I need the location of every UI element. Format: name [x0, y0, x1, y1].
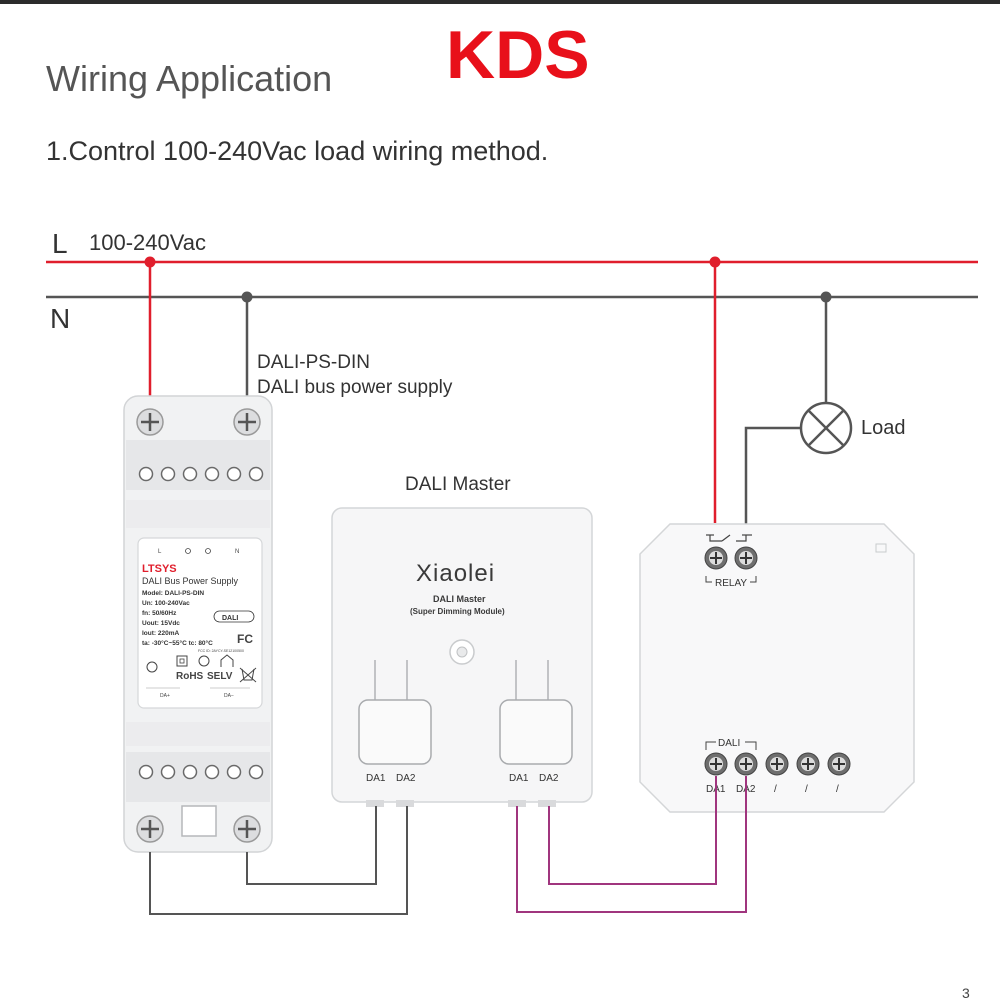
psu-label-fcc-id: FCC ID: 2AYCY-SE12100500 [198, 649, 244, 653]
psu-label-fn: fn: 50/60Hz [142, 610, 177, 617]
psu-term-da-minus: DA− [224, 693, 234, 699]
relay-unused-1: / [774, 784, 777, 795]
load-label: Load [861, 417, 906, 439]
psu-screw-bottom-left [136, 815, 164, 843]
psu-screw-bottom-right [233, 815, 261, 843]
master-caption: DALI Master [405, 474, 511, 495]
page-number: 3 [962, 985, 970, 1000]
unused-screw-2 [796, 752, 820, 776]
subheading: 1.Control 100-240Vac load wiring method. [46, 136, 548, 166]
master-right-da2: DA2 [539, 773, 559, 784]
line-l-voltage: 100-240Vac [89, 230, 206, 255]
dali-badge-text: DALI [222, 615, 238, 622]
relay-unused-2: / [805, 784, 808, 795]
psu-label-model: Model: DALI-PS-DIN [142, 590, 204, 597]
psu-terminal-row-bottom [138, 764, 264, 780]
page-heading: Wiring Application [46, 58, 332, 99]
master-right-da1: DA1 [509, 773, 529, 784]
line-n-label: N [50, 303, 70, 334]
master-left-da2: DA2 [396, 773, 416, 784]
psu-term-l: L [158, 549, 162, 555]
load-to-relay-wire [744, 426, 801, 542]
psu-label-iout: Iout: 220mA [142, 630, 180, 637]
unused-screw-1 [765, 752, 789, 776]
psu-caption-desc: DALI bus power supply [257, 377, 453, 398]
master-right-port [499, 660, 573, 765]
unused-screw-3 [827, 752, 851, 776]
line-l-label: L [52, 228, 68, 259]
psu-caption-model: DALI-PS-DIN [257, 352, 370, 373]
psu-device: L N LTSYS DALI Bus Power Supply Model: D… [123, 395, 273, 853]
din-clip [181, 805, 217, 837]
master-left-port [358, 660, 432, 765]
psu-label-panel [137, 537, 263, 709]
fcc-mark: FC [237, 632, 253, 646]
psu-terminal-row-top [138, 466, 264, 482]
dali-screw-da1 [704, 752, 728, 776]
relay-screw-2 [734, 546, 758, 570]
psu-da-plus-wire [246, 806, 377, 885]
top-rule [0, 0, 1000, 4]
master-left-da1: DA1 [366, 773, 386, 784]
dali-screw-da2 [734, 752, 758, 776]
relay-unused-3: / [836, 784, 839, 795]
selv-mark: SELV [207, 671, 233, 682]
psu-label-un: Un: 100-240Vac [142, 600, 190, 607]
master-line1: DALI Master [433, 594, 486, 604]
load-lamp-icon [799, 401, 853, 455]
rohs-mark: RoHS [176, 671, 204, 682]
certification-icons [146, 654, 257, 683]
psu-term-da-plus: DA+ [160, 693, 170, 699]
dali-badge [213, 610, 255, 623]
psu-screw-top-left [136, 408, 164, 436]
master-device: Xiaolei DALI Master (Super Dimming Modul… [331, 507, 593, 807]
psu-label-ta: ta: -30°C~55°C tc: 80°C [142, 639, 213, 647]
relay-contact-icon [706, 534, 752, 542]
relay-label: RELAY [715, 578, 747, 589]
brand-mark: KDS [446, 17, 590, 93]
psu-term-n: N [235, 549, 239, 555]
psu-label-uout: Uout: 15Vdc [142, 620, 180, 627]
master-line2: (Super Dimming Module) [410, 607, 505, 616]
relay-module-device: RELAY DALI [639, 523, 915, 813]
psu-label-title: DALI Bus Power Supply [142, 576, 239, 586]
psu-label-brand: LTSYS [142, 563, 177, 575]
relay-screw-1 [704, 546, 728, 570]
bus-da2-wire [516, 776, 747, 913]
psu-da-minus-wire [149, 806, 408, 915]
relay-dali-label: DALI [718, 738, 740, 749]
bus-da1-wire [548, 776, 717, 885]
psu-screw-top-right [233, 408, 261, 436]
master-brand: Xiaolei [416, 560, 495, 587]
